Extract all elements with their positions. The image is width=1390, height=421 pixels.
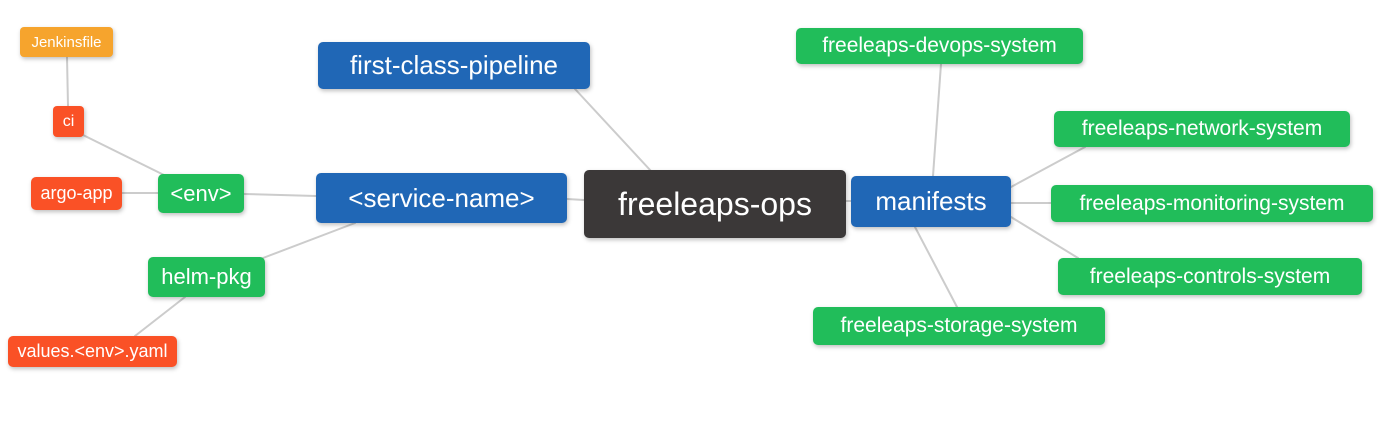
node-service-name[interactable]: <service-name>: [316, 173, 567, 223]
node-ci[interactable]: ci: [53, 106, 84, 137]
node-env[interactable]: <env>: [158, 174, 244, 213]
node-freeleaps-controls-system[interactable]: freeleaps-controls-system: [1058, 258, 1362, 295]
node-argo-app[interactable]: argo-app: [31, 177, 122, 210]
node-freeleaps-devops-system[interactable]: freeleaps-devops-system: [796, 28, 1083, 64]
node-values-env-yaml[interactable]: values.<env>.yaml: [8, 336, 177, 367]
edge-service-name-root: [566, 198, 585, 201]
node-freeleaps-storage-system[interactable]: freeleaps-storage-system: [813, 307, 1105, 345]
node-helm-pkg[interactable]: helm-pkg: [148, 257, 265, 297]
edge-manifests-storage-system: [914, 226, 958, 308]
edge-manifests-devops-system: [932, 63, 942, 177]
edge-service-name-helm-pkg: [262, 222, 356, 259]
node-freeleaps-network-system[interactable]: freeleaps-network-system: [1054, 111, 1350, 147]
edge-jenkinsfile-ci: [66, 56, 69, 107]
node-manifests[interactable]: manifests: [851, 176, 1011, 227]
edge-env-service-name: [243, 193, 317, 197]
node-freeleaps-monitoring-system[interactable]: freeleaps-monitoring-system: [1051, 185, 1373, 222]
node-jenkinsfile[interactable]: Jenkinsfile: [20, 27, 113, 57]
edge-ci-env: [82, 134, 167, 177]
node-first-class-pipeline[interactable]: first-class-pipeline: [318, 42, 590, 89]
edge-helm-pkg-values-yaml: [134, 296, 186, 337]
edge-manifests-controls-system: [1010, 216, 1079, 259]
edge-manifests-network-system: [1010, 146, 1086, 188]
edge-pipeline-root: [574, 88, 652, 172]
node-root-freeleaps-ops[interactable]: freeleaps-ops: [584, 170, 846, 238]
